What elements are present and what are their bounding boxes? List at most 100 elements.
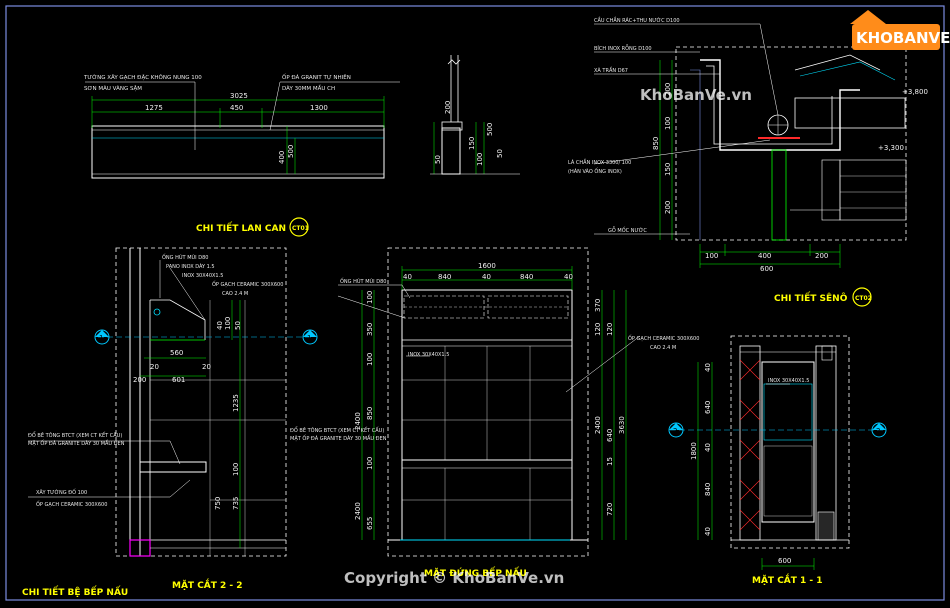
elevation-title: MẶT ĐỨNG BẾP NẤU [424, 566, 527, 579]
s22-dim-v2: 50 [234, 321, 242, 330]
railing-dim-s4: 100 [476, 153, 484, 166]
s22-dim-200: 200 [133, 376, 146, 384]
elev-note-1: ỐNG HÚT MÙI D80 [340, 277, 386, 285]
s11-dim-3: 1800 [690, 442, 698, 460]
khobanve-logo: KHOBANVE [850, 10, 950, 50]
elev-dim-right-3: 120 [606, 323, 614, 336]
elev-note-6: CAO 2.4 M [650, 345, 676, 351]
elev-dim-part-1: 40 [403, 273, 412, 281]
elev-dim-top: 1600 [478, 262, 496, 270]
svg-text:1: 1 [99, 334, 103, 342]
railing-dim-a: 1275 [145, 104, 163, 112]
gutter-dim-left-2: 200 [664, 83, 672, 96]
section-2-2 [28, 247, 312, 557]
gutter-dim-left-4: 150 [664, 163, 672, 176]
s22-note-3: INOX 30X40X1.5 [182, 273, 223, 279]
elev-note-2: INOX 30X40X1.5 [408, 352, 449, 358]
elev-dim-left-5: 850 [366, 407, 374, 420]
elev-dim-left-3: 350 [366, 323, 374, 336]
s11-dim-5: 840 [704, 483, 712, 496]
badge-ct02: CT02 [852, 287, 872, 307]
elev-dim-left-7: 2400 [354, 502, 362, 520]
s22-note-2: PANO INOX DÀY 1.5 [166, 263, 215, 270]
railing-dim-s2: 50 [434, 155, 442, 164]
s22-dim-100: 100 [232, 463, 240, 476]
elev-dim-left-1: 2400 [354, 412, 362, 430]
gutter-dim-bottom-3: 200 [815, 252, 828, 260]
s22-note-7: MẶT ỐP ĐÁ GRANITE DÀY 30 MẦU ĐEN [28, 439, 125, 447]
gutter-detail-title: CHI TIẾT SÊNÔ [774, 291, 848, 304]
gutter-note-1: CẦU CHẮN RÁC+THU NƯỚC D100 [594, 16, 680, 24]
s22-dim-735: 735 [232, 497, 240, 510]
s11-dim-2: 640 [704, 401, 712, 414]
section-2-2-title: MẶT CẮT 2 - 2 [172, 578, 243, 591]
elev-note-5: ỐP GẠCH CERAMIC 300X600 [628, 334, 699, 342]
gutter-level-2: +3,300 [878, 144, 904, 152]
railing-dim-s3: 150 [468, 137, 476, 150]
svg-text:2: 2 [673, 427, 677, 435]
railing-detail-title: CHI TIẾT LAN CAN [196, 221, 286, 234]
gutter-dim-bottom-1: 100 [705, 252, 718, 260]
s22-dim-601: 601 [172, 376, 185, 384]
elev-dim-part-4: 840 [520, 273, 533, 281]
gutter-note-3: XÀ TRẦN D67 [594, 66, 628, 74]
s22-dim-1235: 1235 [232, 394, 240, 412]
section-marker-right: 1 [302, 329, 318, 345]
railing-note-stone-2: DÀY 30MM MẦU CH [282, 84, 335, 92]
gutter-note-6: GỖ MỐC NƯỚC [608, 226, 647, 234]
section-marker-left: 1 [94, 329, 110, 345]
elev-dim-left-6: 100 [366, 457, 374, 470]
elev-dim-right-8: 720 [606, 503, 614, 516]
railing-dim-total: 3025 [230, 92, 248, 100]
gutter-dim-left-5: 200 [664, 201, 672, 214]
watermark-copyright: Copyright © KhoBanVe.vn [344, 569, 564, 587]
elev-dim-part-5: 40 [564, 273, 573, 281]
elev-note-3: ĐỔ BÊ TÔNG BTCT (XEM CT KẾT CẤU) [290, 426, 384, 434]
elev-dim-right-6: 640 [606, 429, 614, 442]
s22-note-4: ỐP GẠCH CERAMIC 300X600 [212, 280, 283, 288]
svg-text:CT02: CT02 [855, 295, 872, 302]
railing-note-stone-1: ỐP ĐÁ GRANIT TỰ NHIÊN [282, 73, 351, 81]
railing-dim-h2: 500 [287, 145, 295, 158]
gutter-dim-left-3: 100 [664, 117, 672, 130]
gutter-note-2: BÍCH INOX RỖNG D100 [594, 44, 652, 52]
railing-dim-h1: 400 [278, 151, 286, 164]
s22-dim-750: 750 [214, 497, 222, 510]
s11-dim-bottom: 600 [778, 557, 791, 565]
svg-text:CT01: CT01 [292, 225, 309, 232]
s11-dim-4: 40 [704, 443, 712, 452]
railing-note-wall-1: TƯỜNG XÂY GẠCH ĐẶC KHÔNG NUNG 100 [83, 74, 202, 81]
elev-dim-right-1: 370 [594, 299, 602, 312]
elev-dim-right-2: 120 [594, 323, 602, 336]
elev-note-4: MẶT ỐP ĐÁ GRANITE DÀY 30 MẦU ĐEN [290, 434, 387, 442]
gutter-dim-bottom-2: 400 [758, 252, 771, 260]
gutter-note-5: (HÀN VÀO ỐNG INOX) [568, 167, 622, 175]
railing-dim-s1: 200 [444, 101, 452, 114]
s11-dim-6: 40 [704, 527, 712, 536]
elev-dim-left-4: 100 [366, 353, 374, 366]
elev-dim-right-5: 3630 [618, 416, 626, 434]
s22-dim-560: 560 [170, 349, 183, 357]
railing-dim-c: 1300 [310, 104, 328, 112]
elev-dim-left-2: 100 [366, 291, 374, 304]
railing-detail [85, 55, 520, 179]
s22-note-8: XÂY TƯỜNG ĐỐ 100 [36, 488, 87, 496]
kitchen-counter-title: CHI TIẾT BỆ BẾP NẤU [22, 585, 128, 598]
railing-note-wall-2: SƠN MÀU VÀNG SẬM [84, 85, 142, 92]
s22-note-1: ỐNG HÚT MÙI D80 [162, 253, 208, 261]
section-1-1 [670, 335, 886, 570]
gutter-detail [593, 23, 907, 268]
gutter-dim-left-1: 850 [652, 137, 660, 150]
section-1-1-title: MẶT CẮT 1 - 1 [752, 573, 823, 586]
gutter-note-4: LÁ CHẮN INOX 3300/ 100 [568, 158, 631, 166]
railing-dim-s5: 500 [486, 123, 494, 136]
s22-note-5: CAO 2.4 M [222, 291, 248, 297]
elev-dim-left-8: 655 [366, 517, 374, 530]
section-marker-2-right: 2 [871, 422, 887, 438]
svg-text:KHOBANVE: KHOBANVE [856, 29, 950, 47]
railing-dim-s6: 50 [496, 149, 504, 158]
kitchen-elevation [337, 247, 641, 557]
s22-dim-20a: 20 [150, 363, 159, 371]
elev-dim-right-7: 15 [606, 457, 614, 466]
elev-dim-part-2: 840 [438, 273, 451, 281]
